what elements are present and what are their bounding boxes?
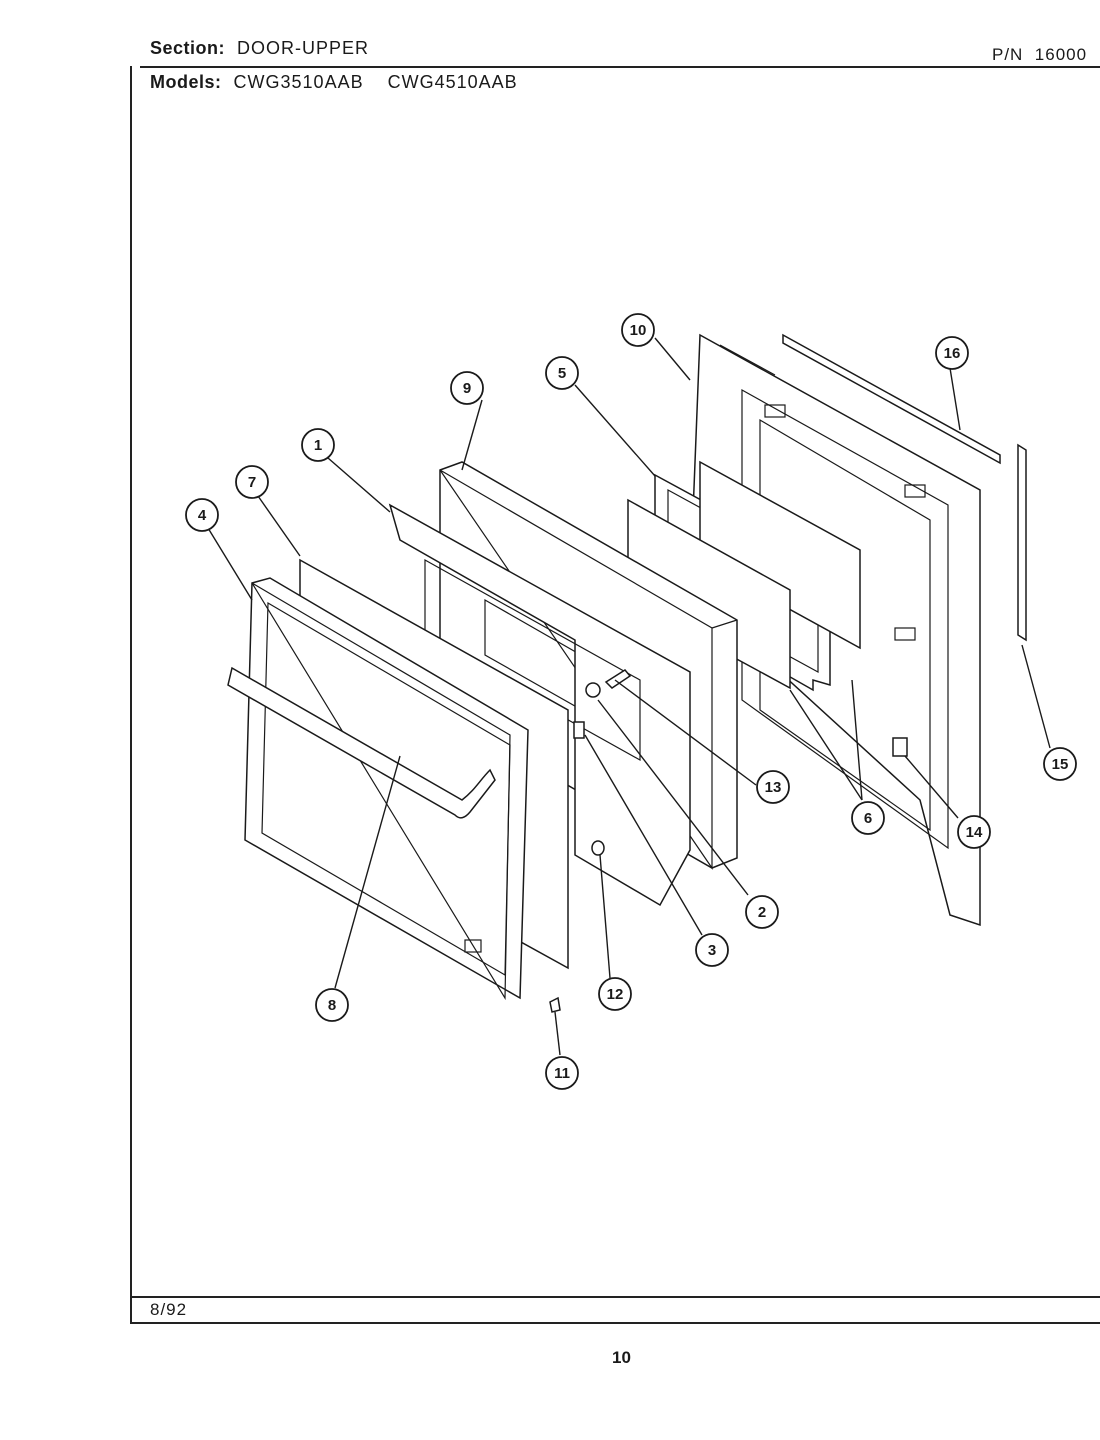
leader-lines: [207, 337, 1051, 1056]
callout-label: 13: [765, 779, 782, 796]
callout-8: 8: [315, 988, 349, 1022]
callout-label: 15: [1052, 756, 1069, 773]
revision-date: 8/92: [150, 1300, 188, 1319]
callout-5: 5: [545, 356, 579, 390]
callout-6: 6: [851, 801, 885, 835]
pn-value: 16000: [1034, 45, 1088, 64]
callout-12: 12: [598, 977, 632, 1011]
callout-label: 14: [966, 824, 983, 841]
part-number: P/N 16000: [992, 45, 1087, 65]
callout-13: 13: [756, 770, 790, 804]
bottom-rule: [130, 1322, 1100, 1324]
callout-11: 11: [545, 1056, 579, 1090]
callout-label: 5: [558, 365, 566, 382]
callout-7: 7: [235, 465, 269, 499]
callout-label: 4: [198, 507, 207, 524]
callout-label: 9: [463, 380, 471, 397]
callout-2: 2: [745, 895, 779, 929]
callout-16: 16: [935, 336, 969, 370]
section-value: DOOR-UPPER: [237, 38, 370, 58]
callout-label: 12: [607, 986, 624, 1003]
callout-label: 2: [758, 904, 766, 921]
callout-10: 10: [621, 313, 655, 347]
footer-rule: [130, 1296, 1100, 1298]
section-heading: Section: DOOR-UPPER: [150, 38, 369, 59]
model-1: CWG3510AAB: [233, 72, 364, 92]
callout-label: 11: [554, 1065, 570, 1082]
page-number: 10: [612, 1348, 631, 1367]
part-8-handle: [227, 666, 496, 819]
callout-4: 4: [185, 498, 219, 532]
small-hardware: [549, 669, 908, 1013]
models-heading: Models: CWG3510AAB CWG4510AAB: [150, 72, 518, 93]
callout-14: 14: [957, 815, 991, 849]
callout-9: 9: [450, 371, 484, 405]
top-rule: [140, 66, 1100, 68]
callout-15: 15: [1043, 747, 1077, 781]
callout-label: 3: [708, 942, 716, 959]
left-rule: [130, 66, 132, 1324]
section-label: Section:: [150, 38, 226, 58]
part-16-top-strip: [782, 333, 1001, 465]
part-15-side-strip: [1017, 443, 1027, 642]
model-2: CWG4510AAB: [387, 72, 518, 92]
callout-label: 1: [314, 437, 322, 454]
callout-label: 7: [248, 474, 256, 491]
callout-1: 1: [301, 428, 335, 462]
models-label: Models:: [150, 72, 222, 92]
part-4-outer-door: [244, 577, 529, 1001]
callout-label: 16: [944, 345, 961, 362]
part-1-inner-panel: [388, 503, 691, 907]
callout-label: 10: [630, 322, 647, 339]
callout-label: 6: [864, 810, 872, 827]
callout-label: 8: [328, 997, 336, 1014]
pn-label: P/N: [992, 45, 1024, 64]
callout-3: 3: [695, 933, 729, 967]
